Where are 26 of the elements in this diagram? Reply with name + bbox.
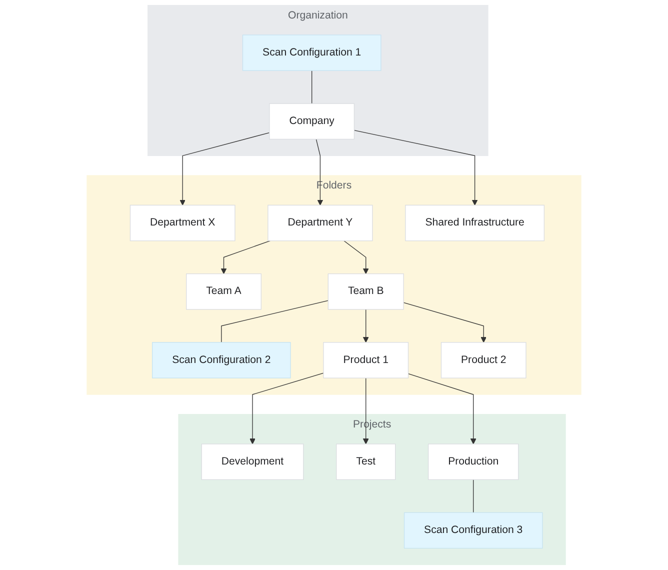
connector (221, 300, 328, 343)
node-box: Test (336, 444, 396, 480)
node-box: Department X (130, 204, 236, 242)
node-box: Scan Configuration 2 (152, 342, 291, 378)
node-box: Company (269, 103, 355, 140)
arrow (180, 132, 270, 206)
arrow (408, 373, 476, 444)
arrow (250, 372, 324, 444)
node-box: Scan Configuration 1 (242, 34, 382, 71)
arrow (344, 240, 369, 274)
node-box: Team B (328, 273, 404, 310)
node-box: Scan Configuration 3 (404, 512, 543, 549)
node-box: Department Y (268, 204, 373, 242)
arrow (362, 378, 369, 444)
node-box: Product 1 (323, 342, 409, 378)
node-box: Shared Infrastructure (405, 204, 544, 242)
arrow (220, 240, 270, 274)
node-box: Team A (186, 273, 262, 310)
node-box: Development (201, 444, 304, 480)
arrow (362, 309, 369, 343)
node-box: Product 2 (440, 342, 526, 378)
arrow (354, 130, 478, 206)
arrow (403, 302, 487, 343)
arrow (316, 138, 324, 206)
node-box: Production (428, 444, 519, 480)
connector (473, 479, 474, 513)
